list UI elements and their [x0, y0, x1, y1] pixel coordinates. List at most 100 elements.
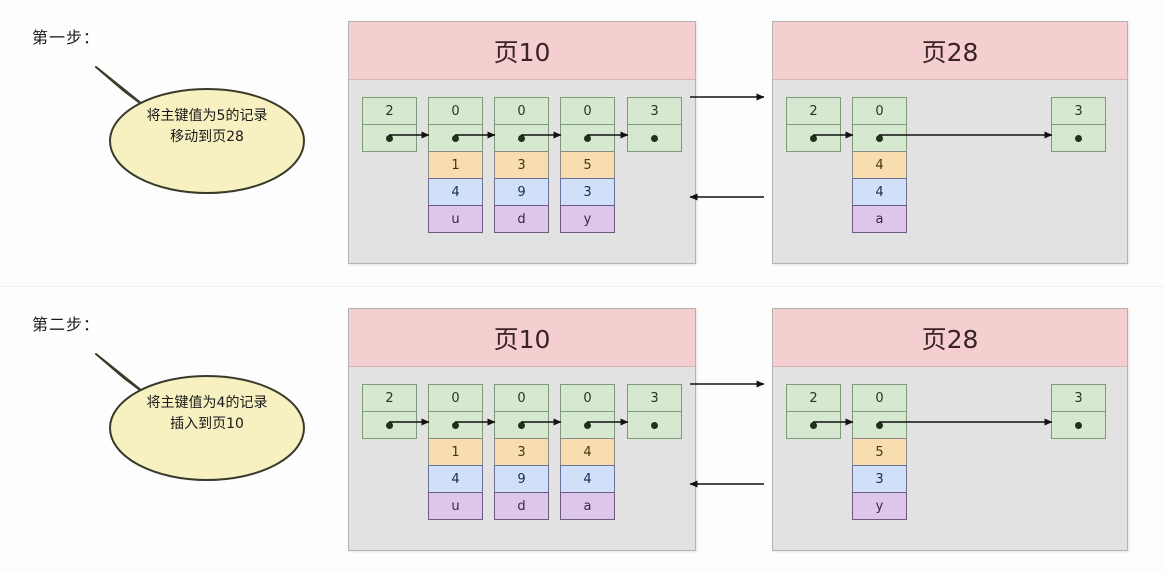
- node-field-cell: d: [494, 205, 549, 233]
- page-next-arrow: [690, 380, 765, 388]
- node-field-cell: 9: [494, 465, 549, 493]
- pointer-dot-icon: [584, 134, 591, 142]
- step-label: 第一步：: [32, 28, 101, 47]
- node-field-cell: u: [428, 492, 483, 520]
- node-header-cell: 3: [627, 97, 682, 125]
- node-header-cell: 0: [560, 384, 615, 412]
- node-pointer-cell: [494, 124, 549, 152]
- record-node: 2: [786, 97, 841, 152]
- node-header-cell: 0: [428, 384, 483, 412]
- node-field-cell: 3: [560, 178, 615, 206]
- node-field-cell: 4: [560, 465, 615, 493]
- node-pointer-cell: [852, 124, 907, 152]
- pointer-dot-icon: [876, 134, 883, 142]
- node-pointer-cell: [428, 411, 483, 439]
- node-header-cell: 2: [362, 97, 417, 125]
- pointer-dot-icon: [1075, 421, 1082, 429]
- node-field-cell: 3: [494, 438, 549, 466]
- node-pointer-cell: [786, 411, 841, 439]
- pointer-dot-icon: [651, 134, 658, 142]
- page-title: 页28: [773, 22, 1127, 80]
- node-pointer-cell: [362, 124, 417, 152]
- node-pointer-cell: [627, 411, 682, 439]
- node-field-cell: 4: [560, 438, 615, 466]
- node-header-cell: 3: [1051, 384, 1106, 412]
- node-field-cell: 4: [852, 151, 907, 179]
- node-field-cell: a: [852, 205, 907, 233]
- node-pointer-cell: [494, 411, 549, 439]
- record-node: 3: [627, 384, 682, 439]
- node-pointer-cell: [1051, 124, 1106, 152]
- node-pointer-cell: [786, 124, 841, 152]
- node-field-cell: 4: [428, 178, 483, 206]
- node-field-cell: d: [494, 492, 549, 520]
- page-title: 页10: [349, 22, 695, 80]
- record-node: 2: [362, 384, 417, 439]
- pointer-dot-icon: [518, 421, 525, 429]
- node-pointer-cell: [428, 124, 483, 152]
- record-node: 2: [362, 97, 417, 152]
- callout-bubble: 将主键值为5的记录移动到页28: [80, 58, 320, 198]
- pointer-dot-icon: [386, 421, 393, 429]
- node-field-cell: 5: [560, 151, 615, 179]
- pointer-dot-icon: [584, 421, 591, 429]
- node-header-cell: 2: [786, 384, 841, 412]
- node-header-cell: 0: [494, 384, 549, 412]
- node-field-cell: 1: [428, 151, 483, 179]
- pointer-dot-icon: [810, 421, 817, 429]
- page-prev-arrow: [689, 193, 764, 201]
- page-prev-arrow: [689, 480, 764, 488]
- node-header-cell: 3: [1051, 97, 1106, 125]
- node-field-cell: 3: [852, 465, 907, 493]
- node-header-cell: 0: [428, 97, 483, 125]
- pointer-dot-icon: [452, 134, 459, 142]
- node-field-cell: 4: [852, 178, 907, 206]
- node-pointer-cell: [627, 124, 682, 152]
- pointer-dot-icon: [876, 421, 883, 429]
- node-field-cell: 5: [852, 438, 907, 466]
- pointer-dot-icon: [386, 134, 393, 142]
- node-pointer-cell: [852, 411, 907, 439]
- node-pointer-cell: [560, 411, 615, 439]
- node-header-cell: 0: [494, 97, 549, 125]
- callout-shape: [95, 66, 305, 194]
- node-header-cell: 2: [786, 97, 841, 125]
- node-header-cell: 0: [852, 384, 907, 412]
- step-label: 第二步：: [32, 315, 101, 334]
- pointer-dot-icon: [810, 134, 817, 142]
- page-next-arrow: [690, 93, 765, 101]
- node-field-cell: y: [852, 492, 907, 520]
- node-header-cell: 0: [852, 97, 907, 125]
- node-field-cell: 1: [428, 438, 483, 466]
- pointer-dot-icon: [518, 134, 525, 142]
- node-field-cell: 3: [494, 151, 549, 179]
- node-field-cell: 9: [494, 178, 549, 206]
- node-field-cell: a: [560, 492, 615, 520]
- pointer-dot-icon: [452, 421, 459, 429]
- callout-bubble: 将主键值为4的记录插入到页10: [80, 345, 320, 485]
- record-node: 3: [627, 97, 682, 152]
- pointer-dot-icon: [651, 421, 658, 429]
- node-pointer-cell: [1051, 411, 1106, 439]
- node-pointer-cell: [560, 124, 615, 152]
- node-pointer-cell: [362, 411, 417, 439]
- node-header-cell: 2: [362, 384, 417, 412]
